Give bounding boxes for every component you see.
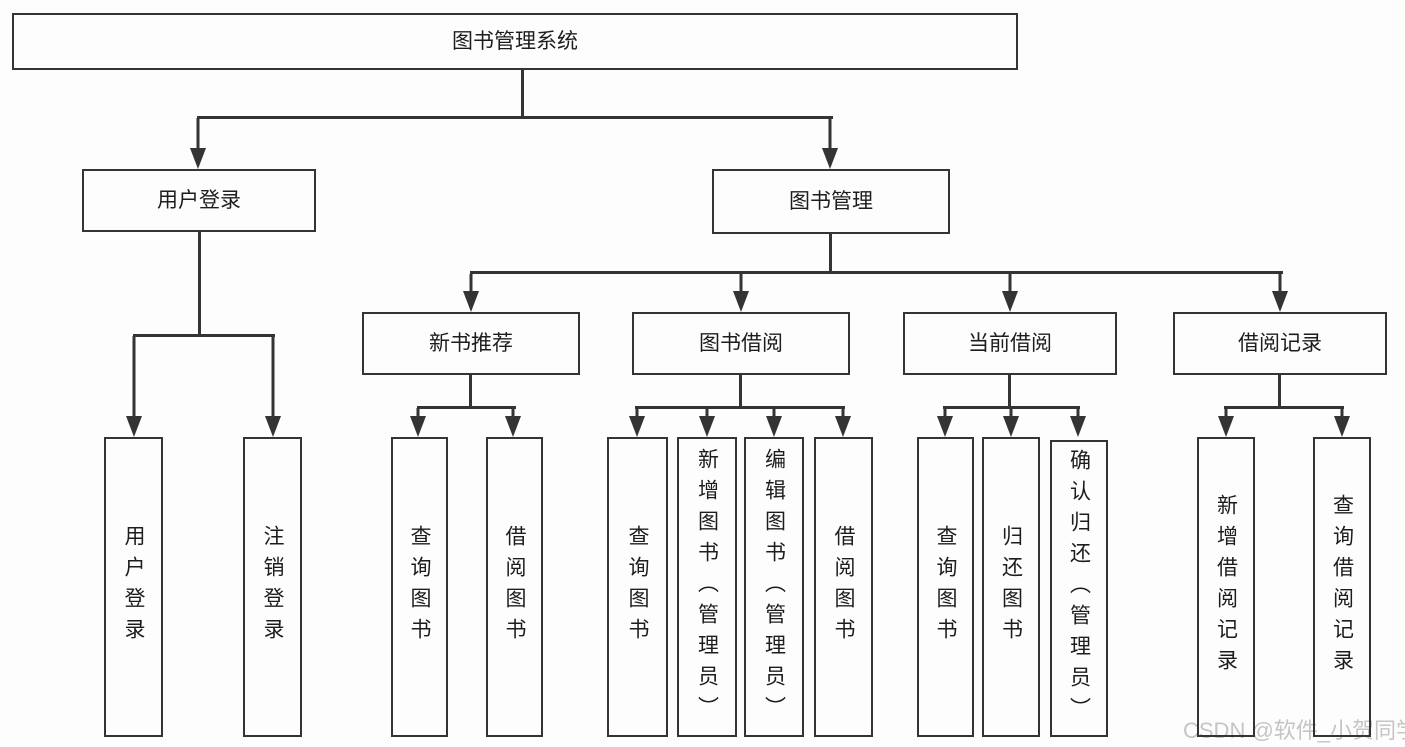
node-label: 查询图书 (408, 525, 431, 649)
leaf-confirm-return-admin: 确认归还（管理员） (1050, 440, 1108, 737)
leaf-user-login: 用户登录 (104, 437, 163, 737)
edge-current-borrow-drop (1008, 375, 1011, 408)
edge-root-span (197, 116, 833, 119)
arrow-to-leaf-query-books-2 (629, 408, 645, 437)
arrow-to-leaf-user-login (126, 336, 142, 437)
arrow-to-leaf-add-book (699, 408, 715, 437)
node-label: 查询图书 (626, 525, 649, 649)
node-library-system: 图书管理系统 (12, 13, 1018, 70)
arrow-to-leaf-query-books-3 (937, 408, 953, 437)
arrow-to-book-borrowing (733, 274, 749, 312)
arrow-to-leaf-add-record (1218, 408, 1234, 437)
leaf-logout: 注销登录 (243, 437, 302, 737)
leaf-add-book-admin: 新增图书（管理员） (677, 437, 737, 737)
node-label: 图书管理系统 (452, 29, 578, 53)
node-label: 用户登录 (122, 525, 145, 649)
node-new-book-recommend: 新书推荐 (362, 312, 580, 375)
arrow-to-leaf-query-books-1 (410, 408, 426, 437)
node-label: 借阅记录 (1238, 331, 1322, 355)
arrow-to-current-borrowing (1002, 274, 1018, 312)
leaf-borrow-books-1: 借阅图书 (486, 437, 543, 737)
arrow-to-borrowing-records (1272, 274, 1288, 312)
leaf-query-books-1: 查询图书 (391, 437, 448, 737)
leaf-add-borrow-record: 新增借阅记录 (1197, 437, 1255, 737)
node-label: 查询图书 (934, 525, 957, 649)
node-label: 借阅图书 (832, 525, 855, 649)
edge-user-login-span (133, 334, 275, 337)
edge-book-borrow-span (635, 406, 845, 409)
node-current-borrowing: 当前借阅 (903, 312, 1117, 375)
node-borrowing-records: 借阅记录 (1173, 312, 1387, 375)
node-user-login: 用户登录 (82, 169, 316, 232)
node-label: 借阅图书 (503, 525, 526, 649)
node-label: 新书推荐 (429, 331, 513, 355)
leaf-query-books-3: 查询图书 (917, 437, 974, 737)
leaf-return-books: 归还图书 (982, 437, 1040, 737)
node-label: 确认归还（管理员） (1067, 449, 1091, 728)
edge-records-span (1224, 406, 1344, 409)
edge-records-drop (1278, 375, 1281, 408)
leaf-query-borrow-record: 查询借阅记录 (1313, 437, 1371, 737)
arrow-to-user-login (190, 118, 206, 169)
edge-book-mgmt-drop (829, 234, 832, 273)
arrow-to-leaf-confirm-return (1070, 408, 1086, 437)
arrow-to-leaf-logout (265, 336, 281, 437)
node-label: 编辑图书（管理员） (762, 447, 786, 727)
node-label: 用户登录 (157, 188, 241, 212)
node-book-management: 图书管理 (712, 169, 950, 234)
leaf-query-books-2: 查询图书 (607, 437, 668, 737)
edge-new-book-span (417, 406, 516, 409)
node-label: 当前借阅 (968, 331, 1052, 355)
node-label: 新增图书（管理员） (695, 447, 719, 727)
arrow-to-leaf-borrow-books-2 (835, 408, 851, 437)
node-label: 图书管理 (789, 189, 873, 213)
arrow-to-leaf-edit-book (766, 408, 782, 437)
edge-book-mgmt-span (470, 271, 1283, 274)
arrow-to-book-management (822, 118, 838, 169)
arrow-to-leaf-query-record (1334, 408, 1350, 437)
node-book-borrowing: 图书借阅 (632, 312, 850, 375)
node-label: 查询借阅记录 (1330, 494, 1354, 680)
node-label: 新增借阅记录 (1214, 494, 1238, 680)
leaf-borrow-books-2: 借阅图书 (814, 437, 873, 737)
node-label: 注销登录 (261, 525, 284, 649)
node-label: 图书借阅 (699, 331, 783, 355)
edge-root-drop (521, 70, 524, 118)
arrow-to-leaf-return-books (1003, 408, 1019, 437)
node-label: 归还图书 (999, 525, 1023, 649)
arrow-to-new-book-recommend (463, 274, 479, 312)
watermark: CSDN @软件_小贺同学 (1183, 718, 1405, 743)
edge-book-borrow-drop (739, 375, 742, 408)
edge-user-login-drop (198, 232, 201, 336)
arrow-to-leaf-borrow-books-1 (505, 408, 521, 437)
edge-new-book-drop (469, 375, 472, 408)
leaf-edit-book-admin: 编辑图书（管理员） (744, 437, 804, 737)
